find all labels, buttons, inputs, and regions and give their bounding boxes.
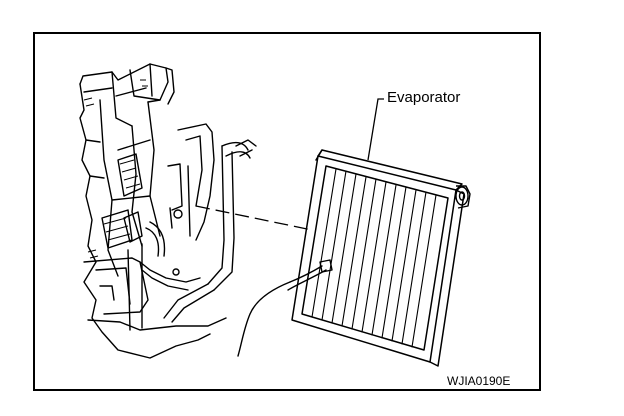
intake-sensor <box>237 259 333 357</box>
housing-shading <box>83 79 148 259</box>
evaporator-core <box>291 149 465 367</box>
heater-unit-housing <box>79 63 227 359</box>
evaporator-label: Evaporator <box>387 89 461 106</box>
refrigerant-pipes <box>139 139 257 323</box>
alignment-dashed-line <box>195 205 313 231</box>
evaporator-pipe-fittings <box>455 185 471 209</box>
callout-leader-line <box>367 98 384 161</box>
evaporator-fins <box>311 168 437 348</box>
figure-frame <box>33 32 541 391</box>
expansion-valve-bracket <box>167 123 215 276</box>
figure-reference-code: WJIA0190E <box>447 374 511 388</box>
